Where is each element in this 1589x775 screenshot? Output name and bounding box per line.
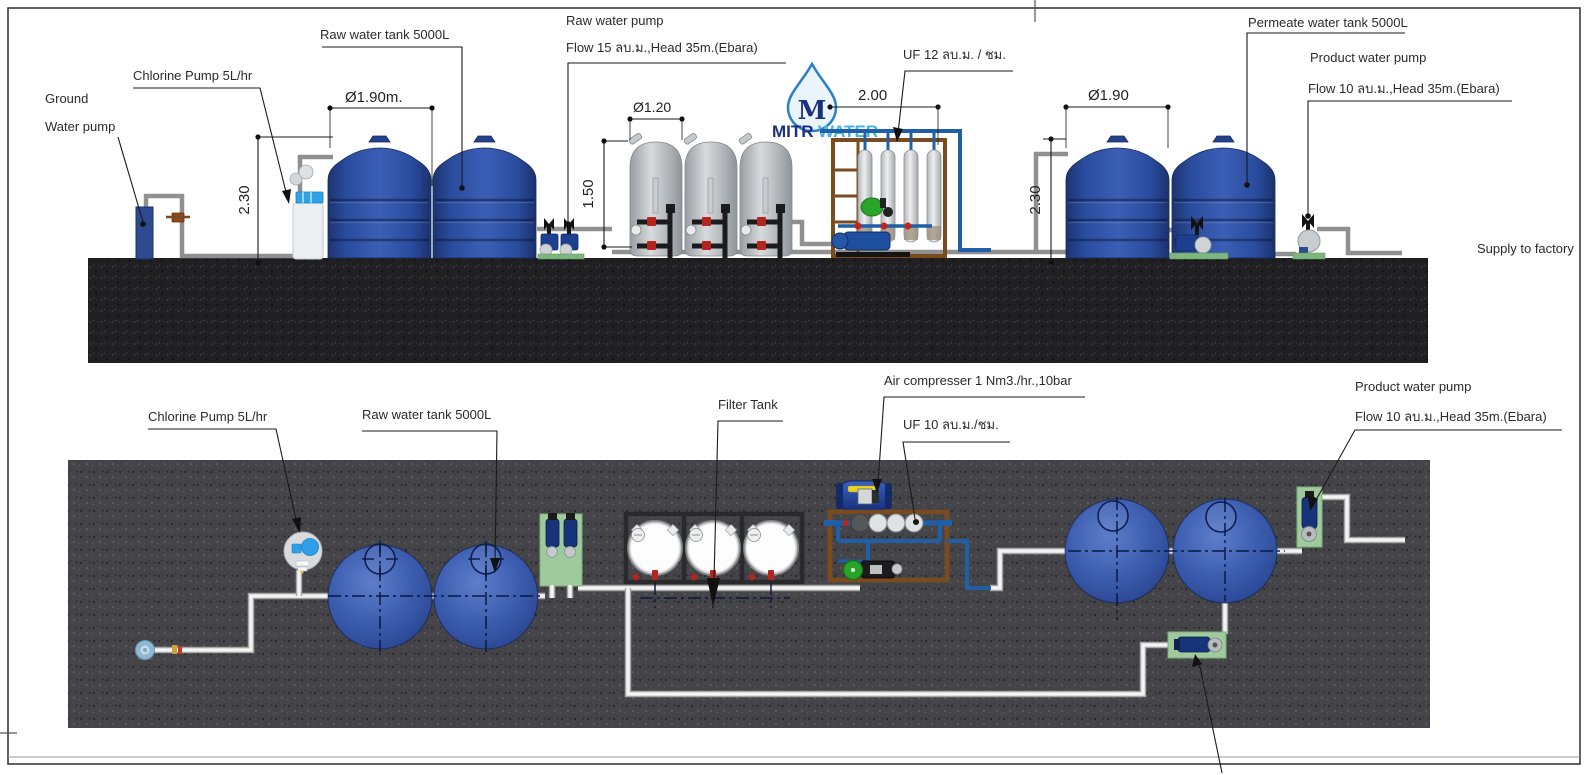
uf-outlet-pipe (948, 129, 991, 252)
chlorine-pump-plan (283, 531, 323, 574)
elevation-view: M MITR WATER (45, 13, 1574, 363)
ground-water-well-plan (135, 640, 155, 660)
dim-raw-tank-height: 2.30 (236, 134, 333, 266)
uf-membrane-1-plan (850, 513, 870, 533)
dim-text: Ø1.90 (1088, 87, 1129, 104)
raw-water-tanks-plan (327, 541, 542, 652)
filter-tank-1-elevation (628, 133, 682, 258)
dim-filter-height: 1.50 (580, 138, 632, 250)
plan-labels: Chlorine Pump 5L/hr Raw water tank 5000L… (148, 373, 1562, 774)
manhole-2 (1205, 501, 1237, 533)
backwash-pump-plan (1167, 631, 1227, 659)
uf-skid-elevation (820, 129, 991, 258)
label-chlorine-pump: Chlorine Pump 5L/hr (133, 68, 253, 83)
label-permeate-tank: Permeate water tank 5000L (1248, 15, 1408, 30)
uf-frame-plan (827, 509, 950, 583)
label-supply-to-factory: Supply to factory (1477, 241, 1574, 256)
dim-text: Ø1.20 (633, 99, 671, 115)
label-raw-pump-title: Raw water pump (566, 13, 664, 28)
filter-to-uf-pipe (792, 219, 842, 247)
ground-water-pump (135, 206, 154, 260)
permeate-water-tanks-plan (1064, 497, 1285, 620)
manhole-1 (1097, 500, 1129, 532)
air-compressor-plan (836, 480, 892, 512)
well-valve-plan (172, 645, 177, 654)
dim-filter-diameter: Ø1.20 (627, 99, 685, 140)
dim-text: 2.30 (1027, 185, 1044, 214)
uf-base (836, 252, 910, 257)
filter-tanks-elevation (628, 133, 792, 258)
label-product-pump-title: Product water pump (1310, 50, 1426, 65)
well-pipe (143, 193, 296, 259)
uf-membrane-3-plan (886, 513, 906, 533)
label-air-compressor-plan: Air compresser 1 Nm3./hr.,10bar (884, 373, 1073, 388)
chlorine-tank (292, 202, 324, 260)
label-raw-tank-plan: Raw water tank 5000L (362, 407, 491, 422)
label-raw-tank: Raw water tank 5000L (320, 27, 449, 42)
uf-skid-plan (824, 509, 991, 590)
dim-text: 1.50 (580, 179, 597, 208)
uf-pump (843, 231, 891, 251)
dim-text: 2.00 (858, 87, 887, 104)
uf-membranes (857, 149, 942, 243)
uf-manifold-2-plan (836, 523, 942, 561)
raw-water-pump-1 (537, 218, 563, 260)
logo-monogram: M (798, 96, 827, 126)
label-raw-pump-spec: Flow 15 ลบ.ม.,Head 35m.(Ebara) (566, 40, 758, 55)
chlorine-dosing-pump (289, 172, 303, 186)
plan-pipes (154, 497, 1405, 694)
raw-water-tank-1-elevation (326, 134, 433, 260)
chlorine-tray (295, 191, 324, 204)
uf-membrane-2-plan (868, 513, 888, 533)
logo-brand-primary: MITR (772, 122, 814, 141)
dim-raw-tank-diameter: Ø1.90m. (327, 89, 435, 186)
uf-outlet-pipe-plan (947, 539, 991, 590)
crosshair-symbol (362, 541, 504, 577)
dim-permeate-diameter: Ø1.90 (1063, 87, 1171, 148)
supply-pipe (1317, 226, 1402, 256)
product-water-pump-elevation (1292, 214, 1326, 260)
label-uf-plan: UF 10 ลบ.ม./ชม. (903, 417, 999, 432)
raw-water-pumps-elevation (537, 218, 585, 260)
label-water-pump: Water pump (45, 119, 115, 134)
label-chlorine-pump-plan: Chlorine Pump 5L/hr (148, 409, 268, 424)
label-uf: UF 12 ลบ.ม. / ชม. (903, 47, 1006, 62)
raw-water-pump-2 (559, 218, 585, 260)
dim-text: 2.30 (236, 185, 253, 214)
permeate-water-tank-1-elevation (1064, 134, 1171, 260)
filter-tank-2-elevation (683, 133, 737, 258)
plan-view: Chlorine Pump 5L/hr Raw water tank 5000L… (68, 373, 1562, 774)
dim-permeate-height: 2.30 (1027, 136, 1066, 265)
transfer-pump-elevation (1169, 216, 1229, 260)
elevation-labels: Ground Water pump Chlorine Pump 5L/hr Ra… (45, 13, 1574, 256)
label-product-pump-spec: Flow 10 ลบ.ม.,Head 35m.(Ebara) (1308, 81, 1500, 96)
label-product-pump-spec-plan: Flow 10 ลบ.ม.,Head 35m.(Ebara) (1355, 409, 1547, 424)
backwash-pump-leader (1198, 661, 1223, 774)
filter-tank-3-elevation (738, 133, 792, 258)
label-ground: Ground (45, 91, 88, 106)
dim-uf-width: 2.00 (827, 87, 941, 145)
label-filter-tank-plan: Filter Tank (718, 397, 778, 412)
page-border (7, 7, 1581, 765)
raw-water-pumps-plan (539, 513, 583, 598)
permeate-riser-pipe (1033, 151, 1068, 252)
uf-actuator (883, 207, 893, 217)
water-drop-icon (786, 61, 838, 133)
mitr-water-logo: M MITR WATER (772, 61, 878, 141)
elevation-dimensions: 2.30 Ø1.90m. Ø1.20 1.50 (236, 87, 1171, 266)
dim-text: Ø1.90m. (345, 89, 403, 106)
label-product-pump-title-plan: Product water pump (1355, 379, 1471, 394)
uf-green-valve (860, 197, 884, 217)
chlorine-dosing-station (289, 164, 324, 260)
elevation-ground (88, 258, 1428, 363)
chlorine-dosing-pump-head (298, 164, 314, 180)
raw-water-tank-2-elevation (431, 134, 538, 260)
